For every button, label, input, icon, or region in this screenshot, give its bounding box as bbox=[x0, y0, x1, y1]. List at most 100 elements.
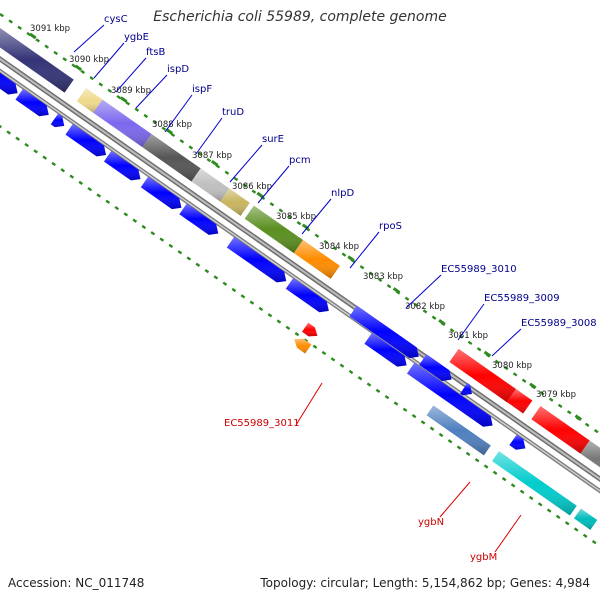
forward-gene-arrow-6-shade bbox=[179, 203, 219, 235]
tick-mark bbox=[78, 180, 84, 186]
cog-band-shade-4 bbox=[191, 168, 230, 202]
tick-mark bbox=[456, 445, 462, 450]
forward-gene-arrow-0-shade bbox=[0, 72, 18, 95]
tick-mark bbox=[476, 347, 482, 352]
tick-mark bbox=[393, 401, 399, 406]
cog-band-shade-6 bbox=[244, 205, 304, 254]
cog-band-shade-11 bbox=[580, 440, 600, 468]
tick-mark bbox=[564, 521, 570, 526]
tick-mark bbox=[375, 388, 381, 394]
tick-mark bbox=[186, 256, 192, 261]
tick-mark bbox=[458, 334, 464, 339]
tick-mark bbox=[447, 439, 453, 444]
tick-mark bbox=[582, 533, 588, 538]
backbone-lower-inner bbox=[0, 70, 600, 492]
tick-mark bbox=[0, 124, 2, 129]
tick-mark bbox=[548, 397, 554, 402]
cog-band-shade-10 bbox=[531, 406, 590, 454]
major-tick bbox=[392, 287, 401, 294]
forward-gene-arrow-4-shade bbox=[103, 150, 141, 181]
leader-line bbox=[229, 144, 263, 183]
tick-mark bbox=[276, 319, 282, 324]
tick-mark bbox=[80, 69, 86, 75]
leader-line bbox=[195, 117, 223, 155]
gene-label-forward: surE bbox=[262, 134, 284, 145]
tick-mark bbox=[35, 38, 40, 43]
tick-mark bbox=[528, 495, 534, 501]
tick-mark bbox=[51, 161, 57, 167]
tick-mark bbox=[195, 262, 201, 267]
tick-mark bbox=[150, 231, 156, 236]
tick-mark bbox=[330, 357, 336, 362]
tick-mark bbox=[431, 315, 437, 320]
tick-mark bbox=[177, 250, 183, 255]
tick-mark bbox=[321, 350, 327, 356]
tick-mark bbox=[15, 136, 20, 141]
gene-label-forward: ygbE bbox=[124, 32, 149, 43]
tick-mark bbox=[402, 407, 408, 412]
major-tick bbox=[438, 318, 446, 326]
forward-gene-arrow-3-shade bbox=[65, 123, 107, 157]
tick-mark bbox=[269, 202, 275, 207]
major-tick bbox=[483, 350, 492, 358]
tick-mark bbox=[501, 476, 507, 482]
major-tick bbox=[529, 382, 537, 390]
tick-mark bbox=[557, 403, 563, 409]
tick-mark bbox=[294, 332, 300, 337]
leader-line bbox=[405, 274, 442, 309]
tick-mark bbox=[222, 281, 228, 286]
tick-label: 3081 kbp bbox=[448, 331, 488, 341]
map-title: Escherichia coli 55989, complete genome bbox=[153, 9, 447, 25]
major-tick bbox=[165, 128, 173, 135]
tick-mark bbox=[555, 514, 561, 520]
tick-mark bbox=[539, 391, 545, 396]
tick-mark bbox=[71, 63, 77, 68]
tick-mark bbox=[62, 57, 68, 62]
leader-line bbox=[257, 165, 290, 204]
cog-band-shade-5 bbox=[220, 188, 250, 216]
leader-line bbox=[457, 303, 485, 341]
leader-line bbox=[439, 481, 471, 518]
forward-gene-arrow-b-2-shade bbox=[460, 382, 472, 396]
tick-mark bbox=[42, 155, 48, 160]
accession-text: Accession: NC_011748 bbox=[8, 576, 145, 590]
tick-mark bbox=[348, 369, 354, 375]
tick-mark bbox=[24, 142, 29, 148]
cog-band-shade-8 bbox=[449, 348, 516, 403]
gene-label-reverse: ygbM bbox=[470, 552, 497, 563]
tick-mark bbox=[278, 208, 284, 213]
tick-mark bbox=[593, 429, 599, 434]
gene-label-forward: EC55989_3009 bbox=[484, 293, 560, 304]
tick-label: 3090 kbp bbox=[69, 55, 109, 65]
leader-line bbox=[73, 24, 105, 53]
reverse-gene-orange-shade bbox=[294, 338, 312, 354]
tick-mark bbox=[492, 470, 498, 475]
tick-mark bbox=[233, 176, 239, 182]
reverse-gene-red-small-shade bbox=[302, 322, 318, 337]
cog-band-shade-2 bbox=[93, 99, 152, 148]
forward-gene-arrow-1-shade bbox=[15, 88, 49, 117]
tick-mark bbox=[132, 218, 138, 223]
tick-mark bbox=[512, 372, 518, 377]
tick-mark bbox=[483, 464, 489, 469]
tick-mark bbox=[8, 19, 13, 24]
lower-band-shade-0 bbox=[426, 405, 491, 456]
tick-mark bbox=[159, 237, 165, 242]
tick-mark bbox=[573, 527, 579, 532]
cog-band-shade-3 bbox=[142, 134, 201, 182]
tick-label: 3088 kbp bbox=[152, 120, 192, 130]
genome-summary: Topology: circular; Length: 5,154,862 bp… bbox=[260, 576, 590, 590]
tick-mark bbox=[519, 489, 525, 494]
major-tick bbox=[74, 64, 83, 72]
tick-mark bbox=[152, 120, 158, 125]
tick-mark bbox=[510, 483, 516, 488]
tick-mark bbox=[87, 187, 93, 192]
tick-mark bbox=[105, 199, 111, 204]
tick-mark bbox=[197, 151, 203, 156]
tick-mark bbox=[206, 157, 212, 163]
tick-mark bbox=[357, 376, 363, 381]
leader-line bbox=[164, 94, 193, 133]
tick-mark bbox=[224, 170, 230, 175]
tick-mark bbox=[123, 212, 129, 217]
